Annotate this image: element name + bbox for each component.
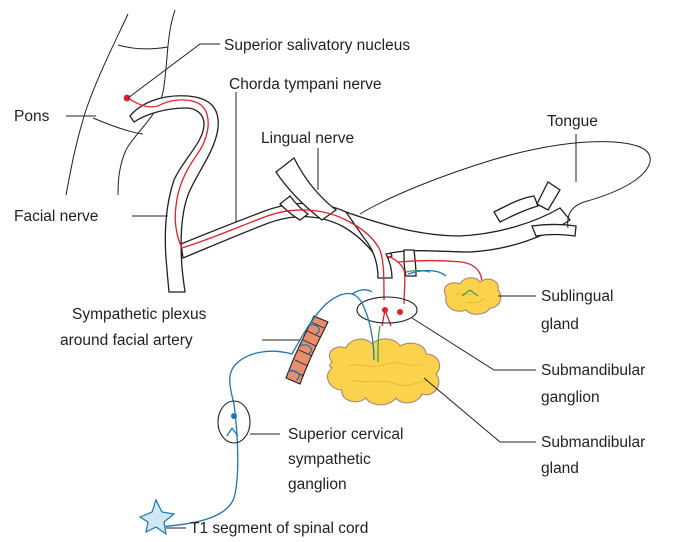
label-sublingual-gland-line1: Sublingual — [541, 288, 613, 305]
label-t1-segment: T1 segment of spinal cord — [190, 520, 368, 537]
label-superior-salivatory-nucleus: Superior salivatory nucleus — [224, 37, 410, 54]
label-sympathetic-plexus-line1: Sympathetic plexus — [72, 306, 207, 323]
label-superior-cervical-line3: ganglion — [288, 476, 347, 493]
facial-nerve — [130, 96, 218, 292]
label-pons: Pons — [14, 108, 50, 125]
labels: Superior salivatory nucleus Chorda tympa… — [14, 37, 645, 537]
label-submandibular-ganglion-line2: ganglion — [541, 389, 600, 406]
label-sublingual-gland-line2: gland — [541, 316, 579, 333]
label-submandibular-ganglion-line1: Submandibular — [541, 362, 645, 379]
label-sympathetic-plexus-line2: around facial artery — [60, 332, 193, 349]
label-tongue: Tongue — [547, 113, 598, 130]
label-submandibular-gland-line2: gland — [541, 460, 579, 477]
label-chorda-tympani-nerve: Chorda tympani nerve — [229, 76, 382, 93]
label-submandibular-gland-line1: Submandibular — [541, 434, 645, 451]
label-lingual-nerve: Lingual nerve — [261, 130, 354, 147]
label-superior-cervical-line1: Superior cervical — [288, 426, 403, 443]
t1-spinal-cord-star — [140, 500, 174, 534]
facial-artery — [286, 316, 328, 384]
label-facial-nerve: Facial nerve — [14, 208, 98, 225]
submandibular-gland — [327, 339, 439, 405]
label-superior-cervical-line2: sympathetic — [288, 451, 371, 468]
sublingual-gland — [444, 278, 500, 315]
